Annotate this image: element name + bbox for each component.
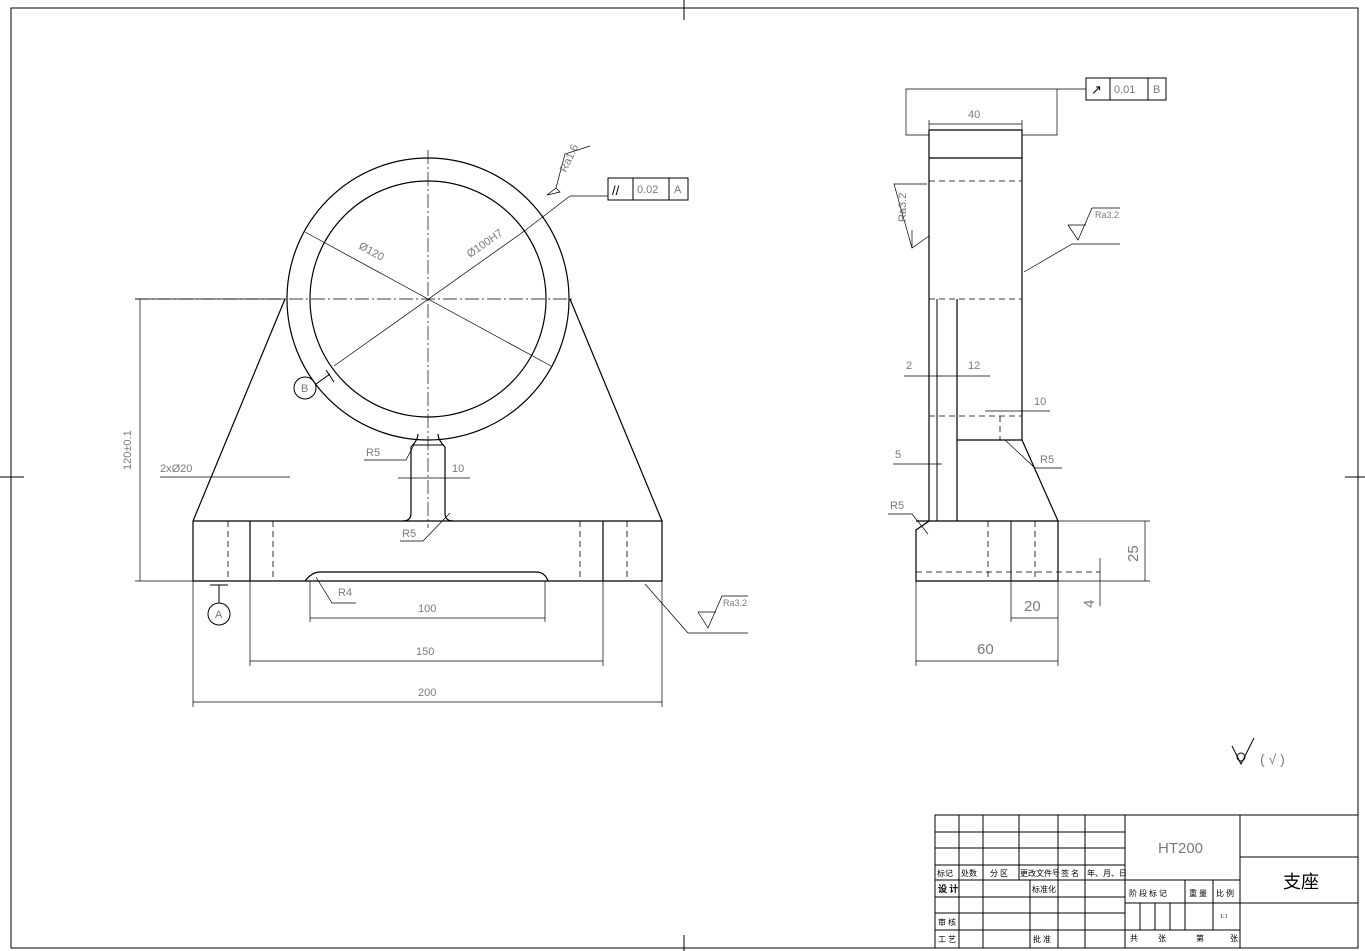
- parallel-tol-frame: [607, 177, 689, 201]
- general-roughness: ( √ ): [1231, 737, 1285, 767]
- roughness-right-leader: [1023, 243, 1120, 273]
- tb-label-chushu: 处数: [961, 868, 977, 878]
- runout-value: 0.01: [1114, 84, 1135, 96]
- r4-label: R4: [338, 587, 352, 599]
- tb-process: 工 艺: [938, 935, 956, 944]
- runout-leader-left: [905, 88, 1086, 136]
- datum-b-bar: [325, 369, 335, 383]
- r5-top-leader: [364, 444, 415, 461]
- roughness-right-symbol: [1067, 207, 1120, 241]
- material-label: HT200: [1158, 840, 1203, 857]
- tb-sheet-di: 第: [1196, 933, 1204, 943]
- drawing-border: [10, 7, 1359, 949]
- runout-leader-right: [1022, 89, 1058, 136]
- dim-25-label: 25: [1125, 545, 1142, 562]
- parallel-symbol: //: [612, 183, 620, 198]
- parallel-value: 0.02: [637, 184, 658, 196]
- dim-4-label: 4: [1081, 600, 1098, 608]
- r5-right-leader: [1004, 439, 1062, 469]
- dia-100-label: Ø100H7: [465, 227, 505, 260]
- side-view: 40 ↗ 0.01 B Ra3.2 Ra3.2 2 12 10 5 R5: [888, 77, 1167, 666]
- tb-label-riqi: 年、月、日: [1087, 868, 1127, 878]
- dia-100-line: [333, 231, 524, 367]
- r5-right-label: R5: [1040, 454, 1054, 466]
- dim-60-label: 60: [977, 641, 994, 658]
- title-block-frame: [934, 814, 1359, 949]
- tb-label-qianming: 签 名: [1061, 868, 1079, 878]
- tb-weight-label: 重 量: [1189, 888, 1207, 898]
- tb-sheet-zhang2: 张: [1230, 934, 1238, 943]
- rib-width-label: 10: [452, 463, 464, 475]
- tb-stage-label: 阶 段 标 记: [1129, 888, 1167, 898]
- general-roughness-circle: [1236, 752, 1246, 762]
- roughness-bore-symbol: [546, 145, 591, 196]
- dia-120-label: Ø120: [357, 240, 386, 264]
- r5-left-label: R5: [890, 500, 904, 512]
- r5-bottom-leader: [400, 512, 451, 542]
- support-right-edge: [569, 298, 663, 522]
- parallel-datum: A: [674, 184, 682, 196]
- r5-bottom-label: R5: [402, 528, 416, 540]
- tb-label-biaoji: 标记: [937, 868, 953, 878]
- dim-10-label: 10: [1034, 396, 1046, 408]
- datum-a-label: A: [215, 609, 223, 621]
- rib-right: [437, 433, 454, 522]
- tb-scale-label: 比 例: [1216, 888, 1234, 898]
- tb-sheet-zhang1: 张: [1158, 934, 1166, 943]
- width-dim-label: 200: [418, 687, 436, 699]
- dia-100-leader: [522, 195, 571, 233]
- datum-a-circle: [207, 602, 231, 626]
- tb-scale-value: 1:1: [1220, 914, 1228, 920]
- tb-label-fenqu: 分 区: [990, 869, 1008, 878]
- tb-review: 审 核: [938, 917, 956, 927]
- bottom-slot: [304, 571, 549, 582]
- tb-design: 设 计: [938, 883, 958, 894]
- support-left-edge: [192, 298, 286, 522]
- runout-datum: B: [1153, 84, 1160, 96]
- roughness-left-label: Ra3.2: [897, 193, 909, 222]
- tb-label-wenjianhao: 更改文件号: [1020, 868, 1060, 878]
- datum-b-leader: [315, 373, 331, 385]
- title-block: HT200 支座 标记 处数 分 区 更改文件号 签 名 年、月、日 设 计 标…: [934, 814, 1359, 949]
- r4-leader: [315, 576, 356, 604]
- dim-2-label: 2: [906, 360, 912, 372]
- roughness-bore-tip: [546, 187, 561, 196]
- tb-sheet-gong: 共: [1130, 934, 1138, 943]
- rib-left: [402, 433, 419, 522]
- front-view: Ø120 Ø100H7 Ra1.6 // 0.02 A B 120±0.1 2x…: [122, 143, 748, 707]
- slot-dim-label: 100: [418, 603, 436, 615]
- top-dim-label: 40: [968, 109, 980, 121]
- general-roughness-mark: [1231, 737, 1255, 766]
- datum-b-label: B: [301, 383, 308, 395]
- tb-approve: 批 准: [1033, 934, 1051, 944]
- r5-top-label: R5: [366, 447, 380, 459]
- runout-symbol: ↗: [1091, 82, 1102, 97]
- span-dim-label: 150: [416, 646, 434, 658]
- roughness-bore-label: Ra1.6: [558, 143, 581, 175]
- dim-5-label: 5: [895, 449, 901, 461]
- part-name: 支座: [1283, 872, 1319, 893]
- general-roughness-paren: ( √ ): [1260, 751, 1285, 767]
- dim-20-label: 20: [1024, 598, 1041, 615]
- datum-b-circle: [293, 376, 317, 400]
- roughness-base-leader: [644, 583, 748, 634]
- r5-left-leader: [888, 513, 929, 535]
- roughness-left-symbol: [893, 183, 930, 249]
- roughness-base-label: Ra3.2: [723, 598, 747, 608]
- dim-12-label: 12: [968, 360, 980, 372]
- tb-standardize: 标准化: [1032, 884, 1056, 894]
- roughness-right-label: Ra3.2: [1095, 210, 1119, 220]
- holes-dim-label: 2xØ20: [160, 463, 192, 475]
- height-dim-label: 120±0.1: [122, 430, 134, 470]
- runout-tol-frame: [1085, 77, 1167, 101]
